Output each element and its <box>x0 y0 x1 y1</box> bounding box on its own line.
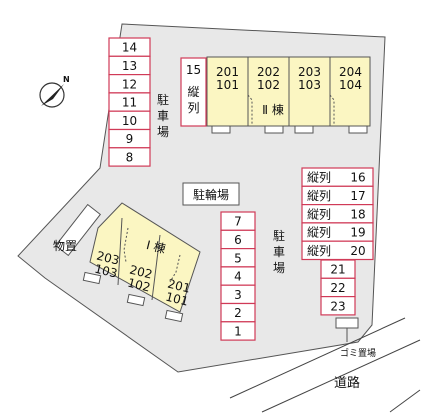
parking-stall-9: 9 <box>108 128 151 149</box>
stall-number: 7 <box>234 215 242 229</box>
parking-stall-22: 22 <box>320 277 356 298</box>
parking-stall-16: 縦列 16 <box>301 167 374 187</box>
unit-number-upper: 203 <box>95 249 121 268</box>
stall-number: 17 <box>350 189 365 203</box>
unit-number-lower: 101 <box>164 290 190 309</box>
unit-number-lower: 101 <box>216 78 239 92</box>
storage-shed <box>54 203 102 257</box>
stall-number: 11 <box>122 96 137 110</box>
parking-stall-4: 4 <box>220 266 256 286</box>
unit-number-lower: 103 <box>93 262 119 281</box>
stall-number: 1 <box>234 324 242 338</box>
parking-stall-12: 12 <box>108 73 151 94</box>
stall-tag: 縦列 <box>307 189 331 203</box>
parking-label-middle: 駐 <box>273 228 285 243</box>
parking-stall-20: 縦列 20 <box>301 240 374 261</box>
stall-number: 3 <box>234 288 242 302</box>
garbage-station <box>335 317 359 329</box>
stall-number: 9 <box>126 132 134 146</box>
stall-tag: 縦列 <box>307 244 331 258</box>
stall-tag: 縦列 <box>307 171 331 185</box>
stall-number: 5 <box>234 251 242 265</box>
parking-stall-6: 6 <box>220 229 256 250</box>
unit-number-lower: 104 <box>339 78 362 92</box>
stall-number: 23 <box>330 299 345 313</box>
stall-number: 21 <box>330 263 345 277</box>
unit-number-lower: 102 <box>257 78 280 92</box>
parking-label-middle: 車 <box>273 245 285 259</box>
bike-parking-label: 駐輪場 <box>193 187 229 202</box>
stall-number: 20 <box>350 244 365 258</box>
parking-stall-21: 21 <box>320 259 356 279</box>
stall-tag: 縦列 <box>307 207 331 221</box>
parking-label-top: 車 <box>157 109 169 123</box>
parking-stall-7: 7 <box>220 211 256 231</box>
garbage-station-label: ゴミ置場 <box>340 347 376 359</box>
parking-stall-5: 5 <box>220 248 256 268</box>
parking-label-top: 駐 <box>157 92 169 107</box>
unit-number-upper: 204 <box>339 65 362 79</box>
stall-number: 8 <box>126 150 134 164</box>
stall-number: 16 <box>350 171 365 185</box>
stall-number: 19 <box>350 226 365 240</box>
svg-text:N: N <box>63 75 70 84</box>
stall-tag: 列 <box>187 101 199 115</box>
building-2 <box>206 56 371 134</box>
parking-stall-1: 1 <box>220 321 256 341</box>
building-2-label: Ⅱ 棟 <box>262 102 284 117</box>
bike-parking <box>182 182 240 206</box>
north-arrow-icon: N <box>39 75 70 108</box>
parking-stall-11: 11 <box>108 92 151 112</box>
parking-label-top: 場 <box>157 125 169 139</box>
parking-stall-23: 23 <box>320 296 356 316</box>
road-label: 道路 <box>334 375 360 391</box>
parking-stall-3: 3 <box>220 284 256 305</box>
stall-number: 10 <box>122 114 137 128</box>
unit-number-upper: 202 <box>257 65 280 79</box>
building-1 <box>82 202 201 323</box>
stall-number: 12 <box>122 77 137 91</box>
stall-number: 18 <box>350 207 365 221</box>
parking-stall-19: 縦列 19 <box>301 222 374 242</box>
unit-number-upper: 202 <box>128 263 154 282</box>
unit-number-lower: 102 <box>126 276 152 295</box>
stall-number: 14 <box>122 41 137 55</box>
stall-number: 15 <box>186 63 201 77</box>
parking-stall-15: 15 縦列 <box>180 57 207 127</box>
stall-tag: 縦列 <box>307 226 331 240</box>
parking-stall-14: 14 <box>108 37 151 57</box>
parking-stall-13: 13 <box>108 55 151 76</box>
unit-number-lower: 103 <box>298 78 321 92</box>
stall-tag: 縦 <box>187 85 199 99</box>
building-1-label: Ⅰ 棟 <box>145 237 167 256</box>
road-edge-line <box>261 339 421 413</box>
stall-number: 13 <box>122 59 137 73</box>
road-edge-line <box>229 317 406 399</box>
parking-stall-8: 8 <box>108 147 151 167</box>
parking-label-middle: 場 <box>273 261 285 275</box>
parking-stall-10: 10 <box>108 110 151 131</box>
parking-stall-2: 2 <box>220 302 256 323</box>
parking-stall-18: 縦列 18 <box>301 204 374 224</box>
stall-number: 6 <box>234 233 242 247</box>
stall-number: 2 <box>234 306 242 320</box>
unit-number-upper: 201 <box>166 277 192 296</box>
stall-number: 22 <box>330 281 345 295</box>
parking-stall-17: 縦列 17 <box>301 185 374 206</box>
unit-number-upper: 201 <box>216 65 239 79</box>
storage-label: 物置 <box>53 239 77 253</box>
unit-number-upper: 203 <box>298 65 321 79</box>
road-edge-line <box>389 389 421 413</box>
stall-number: 4 <box>234 270 242 284</box>
